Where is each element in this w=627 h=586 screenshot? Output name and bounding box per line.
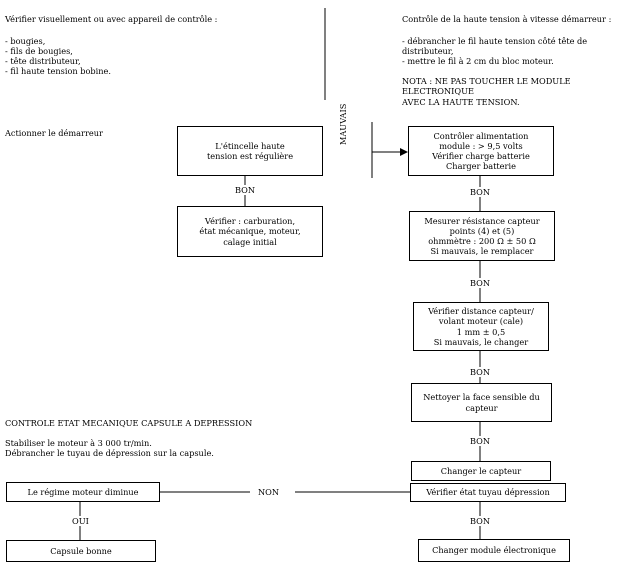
check-supply-box: Contrôler alimentation module : > 9,5 vo…: [408, 126, 554, 176]
change-sensor-box: Changer le capteur: [411, 461, 551, 481]
top-right-item-2: - mettre le fil à 2 cm du bloc moteur.: [402, 56, 554, 66]
top-left-heading: Vérifier visuellement ou avec appareil d…: [5, 14, 218, 24]
mauvais-arrow-head: [400, 148, 408, 156]
rpm-decreases-text: Le régime moteur diminue: [27, 486, 139, 497]
verify-carburation-text: Vérifier : carburation, état mécanique, …: [199, 216, 301, 247]
left-bon-label: BON: [233, 185, 258, 196]
verify-carburation-box: Vérifier : carburation, état mécanique, …: [177, 206, 323, 257]
spark-regular-box: L'étincelle haute tension est régulière: [177, 126, 323, 176]
spark-regular-text: L'étincelle haute tension est régulière: [206, 140, 294, 161]
change-module-box: Changer module électronique: [418, 539, 570, 562]
clean-sensor-box: Nettoyer la face sensible du capteur: [411, 383, 552, 422]
oui-label: OUI: [70, 516, 91, 527]
measure-resistance-text: Mesurer résistance capteur points (4) et…: [424, 215, 540, 257]
check-distance-text: Vérifier distance capteur/ volant moteur…: [428, 306, 534, 347]
top-right-heading: Contrôle de la haute tension à vitesse d…: [402, 14, 612, 24]
right-bon-label-2: BON: [468, 278, 493, 289]
top-left-item-2: - fils de bougies,: [5, 46, 73, 56]
right-bon-label-1: BON: [468, 187, 493, 198]
top-right-item-1: - débrancher le fil haute tension côté t…: [402, 36, 588, 57]
capsule-good-box: Capsule bonne: [6, 540, 156, 562]
capsule-title: CONTROLE ETAT MECANIQUE CAPSULE A DEPRES…: [5, 418, 253, 428]
right-bon-label-3: BON: [468, 367, 493, 378]
capsule-instructions: Stabiliser le moteur à 3 000 tr/min. Déb…: [5, 438, 214, 459]
top-left-item-1: - bougies,: [5, 36, 46, 46]
start-label: Actionner le démarreur: [5, 128, 103, 138]
rpm-decreases-box: Le régime moteur diminue: [6, 482, 160, 502]
top-left-item-3: - tête distributeur,: [5, 56, 81, 66]
check-supply-text: Contrôler alimentation module : > 9,5 vo…: [432, 130, 530, 172]
top-left-item-4: - fil haute tension bobine.: [5, 66, 112, 76]
measure-resistance-box: Mesurer résistance capteur points (4) et…: [409, 211, 555, 261]
capsule-good-text: Capsule bonne: [50, 545, 112, 556]
change-sensor-text: Changer le capteur: [440, 465, 522, 476]
non-label: NON: [258, 487, 280, 497]
right-bon-label-5: BON: [468, 516, 493, 527]
clean-sensor-text: Nettoyer la face sensible du capteur: [423, 392, 540, 413]
check-distance-box: Vérifier distance capteur/ volant moteur…: [413, 302, 549, 351]
top-right-note: NOTA : NE PAS TOUCHER LE MODULE ELECTRON…: [402, 76, 571, 107]
check-vacuum-hose-box: Vérifier état tuyau dépression: [410, 483, 566, 502]
mauvais-label: MAUVAIS: [338, 103, 348, 145]
change-module-text: Changer module électronique: [432, 545, 556, 556]
check-vacuum-hose-text: Vérifier état tuyau dépression: [426, 487, 550, 498]
right-bon-label-4: BON: [468, 436, 493, 447]
